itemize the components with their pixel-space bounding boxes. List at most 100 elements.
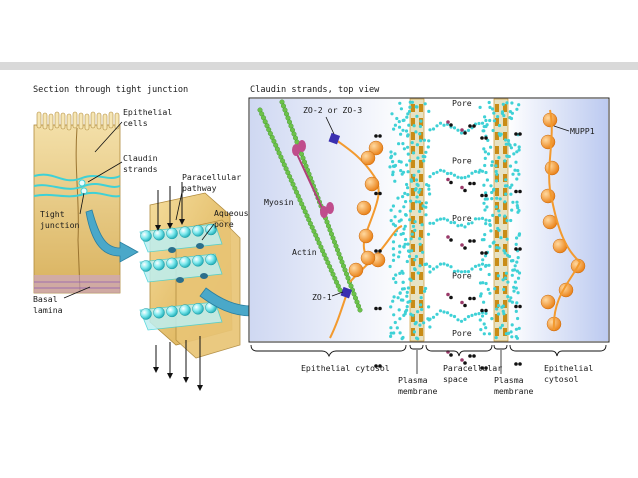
membrane-band — [411, 118, 415, 126]
claudin-dot — [483, 208, 487, 212]
claudin-dot — [504, 192, 508, 196]
claudin-dot — [466, 222, 471, 226]
claudin-dot — [484, 326, 488, 330]
tight-junction-leader — [79, 192, 85, 215]
claudin-dot — [514, 309, 518, 313]
membrane-band — [419, 272, 423, 280]
claudin-dot — [483, 115, 487, 119]
claudin-dot — [411, 224, 416, 228]
claudin-dot — [484, 281, 488, 286]
membrane-band — [411, 272, 415, 280]
region-braces — [250, 344, 607, 358]
membrane-band — [411, 188, 415, 196]
pore-ion — [449, 238, 453, 242]
claudin-dot — [397, 120, 401, 124]
claudin-dot — [405, 305, 409, 309]
claudin-dot — [428, 270, 432, 274]
claudin-dot — [473, 217, 478, 221]
claudin-dot — [393, 152, 397, 156]
claudin-dot — [405, 294, 409, 298]
claudin-dot — [505, 184, 509, 188]
claudin-dot — [510, 273, 514, 277]
claudin-dot — [415, 143, 419, 147]
membrane-band — [503, 188, 507, 196]
claudin-dot — [406, 286, 410, 290]
claudin-dot — [404, 213, 408, 217]
claudin-dot — [470, 313, 474, 317]
claudin-dot — [398, 250, 402, 254]
claudin-dot — [512, 285, 516, 289]
membrane-band — [503, 132, 507, 140]
pore-ion — [463, 361, 467, 365]
claudin-dot — [516, 276, 521, 280]
claudin-bead — [140, 308, 152, 320]
epithelial-cells-label-1: Epithelial — [123, 107, 172, 117]
claudin-dot — [515, 177, 519, 181]
claudin-dot — [503, 159, 507, 163]
claudin-dot — [482, 322, 486, 326]
claudin-dot — [421, 204, 425, 208]
claudin-dot — [491, 107, 495, 111]
claudin-dot — [409, 278, 413, 282]
claudin-dot — [388, 165, 392, 169]
claudin-dot — [497, 312, 501, 316]
claudin-dot — [418, 323, 422, 327]
membrane-band — [419, 146, 423, 154]
claudin-dot — [483, 254, 488, 258]
basal-lamina-label-2: lamina — [33, 305, 63, 315]
claudin-dot — [398, 317, 402, 321]
claudin-dot — [438, 309, 443, 313]
claudin-dot — [409, 237, 413, 241]
claudin-dot — [391, 240, 396, 244]
claudin-dot — [495, 172, 499, 176]
claudin-dot — [402, 205, 406, 209]
claudin-dot — [392, 295, 396, 299]
claudin-dot — [480, 262, 485, 266]
claudin-dot — [393, 215, 397, 219]
basal-lamina-leader — [63, 286, 91, 299]
claudin-dot — [401, 335, 405, 340]
claudin-dot — [427, 109, 431, 113]
claudin-dot — [496, 274, 500, 278]
claudin-dot — [497, 132, 501, 136]
claudin-dot — [496, 115, 500, 119]
membrane-band — [503, 244, 507, 252]
pore-ion — [449, 353, 453, 357]
claudin-dot — [449, 313, 453, 317]
claudin-dot — [400, 172, 404, 176]
pore-ion — [446, 292, 450, 297]
orange-protein-bead — [348, 262, 364, 278]
claudin-dot — [410, 232, 414, 236]
ion-dot — [484, 193, 488, 198]
claudin-dot — [480, 216, 485, 220]
membrane-band — [411, 202, 415, 210]
claudin-dot — [484, 218, 488, 222]
claudin-dot — [423, 289, 427, 293]
claudin-bead — [179, 304, 191, 316]
pathway-leader — [175, 191, 183, 221]
claudin-bead — [166, 227, 178, 240]
actin-filament — [257, 107, 343, 293]
claudin-dot — [421, 154, 425, 159]
microvillus — [102, 113, 108, 131]
claudin-dot — [499, 236, 503, 240]
claudin-dot — [515, 269, 520, 273]
claudin-dot — [510, 335, 514, 339]
claudin-dot — [510, 183, 514, 187]
zoom-arrow-left — [85, 209, 139, 263]
claudin-dot — [389, 208, 393, 212]
membrane-band — [419, 314, 423, 322]
claudin-dot — [428, 221, 432, 225]
claudin-dot — [391, 160, 395, 164]
membrane-band — [503, 272, 507, 280]
claudin-dot — [481, 258, 485, 262]
claudin-dot — [498, 326, 503, 330]
ion-markers — [374, 124, 522, 370]
claudin-dot — [509, 296, 513, 300]
claudin-dot — [505, 101, 509, 105]
claudin-dot — [497, 304, 501, 308]
claudin-dot — [487, 332, 492, 336]
claudin-dot — [401, 271, 405, 275]
claudin-dot — [428, 317, 432, 321]
